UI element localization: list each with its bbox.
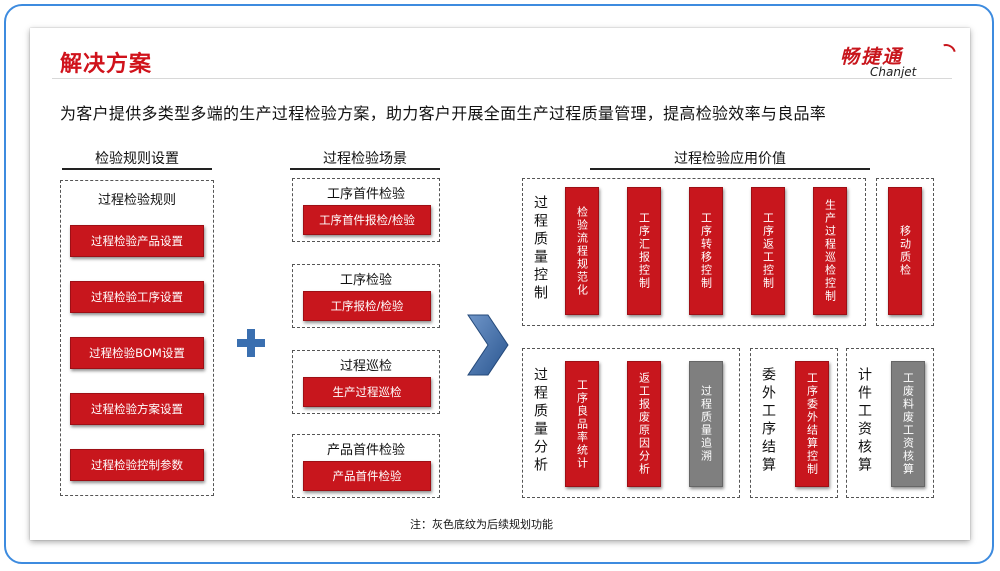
scene-title: 工序首件检验 <box>326 187 405 202</box>
chevron-right-icon <box>467 314 509 376</box>
outsourcing-label: 委外工序结算 <box>760 367 776 475</box>
quality-control-item[interactable]: 工序转移控制 <box>689 187 723 315</box>
column-line-scenes <box>290 168 440 170</box>
mobile-qc-box: 移动质检 <box>876 178 934 326</box>
title-divider <box>52 78 952 79</box>
rule-item[interactable]: 过程检验BOM设置 <box>70 337 204 369</box>
plus-icon <box>237 329 265 357</box>
subtitle: 为客户提供多类型多端的生产过程检验方案，助力客户开展全面生产过程质量管理，提高检… <box>60 104 827 123</box>
quality-analysis-item-planned[interactable]: 过程质量追溯 <box>689 361 723 487</box>
column-head-scenes: 过程检验场景 <box>323 151 407 167</box>
outsourcing-item[interactable]: 工序委外结算控制 <box>795 361 829 487</box>
scene-box: 工序检验 工序报检/检验 <box>292 264 440 328</box>
outsourcing-box: 委外工序结算 工序委外结算控制 <box>750 348 838 498</box>
column-head-values: 过程检验应用价值 <box>674 151 786 167</box>
scene-button[interactable]: 生产过程巡检 <box>303 377 431 407</box>
chanjet-logo: 畅捷通 Chanjet <box>840 40 960 82</box>
quality-analysis-label: 过程质量分析 <box>532 367 548 475</box>
rules-box-title: 过程检验规则 <box>97 193 176 208</box>
rules-box: 过程检验规则 过程检验产品设置 过程检验工序设置 过程检验BOM设置 过程检验方… <box>60 180 214 496</box>
quality-control-item[interactable]: 工序返工控制 <box>751 187 785 315</box>
quality-analysis-item-text: 过程质量追溯 <box>699 385 713 463</box>
rule-item[interactable]: 过程检验方案设置 <box>70 393 204 425</box>
footnote: 注：灰色底纹为后续规划功能 <box>410 518 553 531</box>
page-title: 解决方案 <box>60 52 153 77</box>
outsourcing-item-text: 工序委外结算控制 <box>805 372 819 476</box>
piecework-item-planned[interactable]: 工废料废工资核算 <box>891 361 925 487</box>
logo-arc-icon <box>932 40 960 68</box>
quality-analysis-box: 过程质量分析 工序良品率统计 返工报废原因分析 过程质量追溯 <box>522 348 740 498</box>
rule-item[interactable]: 过程检验产品设置 <box>70 225 204 257</box>
quality-control-box: 过程质量控制 检验流程规范化 工序汇报控制 工序转移控制 工序返工控制 生产过程… <box>522 178 866 326</box>
scene-button[interactable]: 工序首件报检/检验 <box>303 205 431 235</box>
quality-analysis-item[interactable]: 工序良品率统计 <box>565 361 599 487</box>
quality-control-item[interactable]: 检验流程规范化 <box>565 187 599 315</box>
scene-title: 工序检验 <box>339 273 392 288</box>
quality-analysis-item-text: 返工报废原因分析 <box>637 372 651 476</box>
mobile-qc-item[interactable]: 移动质检 <box>888 187 922 315</box>
quality-control-item-text: 检验流程规范化 <box>575 205 589 297</box>
column-line-rules <box>62 168 212 170</box>
rule-item[interactable]: 过程检验控制参数 <box>70 449 204 481</box>
quality-control-item-text: 工序转移控制 <box>699 212 713 290</box>
quality-control-item-text: 生产过程巡检控制 <box>823 199 837 303</box>
piecework-item-text: 工废料废工资核算 <box>901 372 915 476</box>
quality-analysis-item[interactable]: 返工报废原因分析 <box>627 361 661 487</box>
piecework-label: 计件工资核算 <box>856 367 872 475</box>
quality-analysis-item-text: 工序良品率统计 <box>575 378 589 470</box>
rule-item[interactable]: 过程检验工序设置 <box>70 281 204 313</box>
quality-control-item-text: 工序汇报控制 <box>637 212 651 290</box>
scene-button[interactable]: 工序报检/检验 <box>303 291 431 321</box>
logo-en-text: Chanjet <box>870 65 917 79</box>
logo-cn-text: 畅捷通 <box>840 46 904 68</box>
scene-title: 产品首件检验 <box>326 443 405 458</box>
slide: 解决方案 畅捷通 Chanjet 为客户提供多类型多端的生产过程检验方案，助力客… <box>30 28 970 540</box>
column-line-values <box>590 168 870 170</box>
quality-control-label: 过程质量控制 <box>532 195 548 303</box>
column-head-rules: 检验规则设置 <box>95 151 179 167</box>
scene-button[interactable]: 产品首件检验 <box>303 461 431 491</box>
piecework-box: 计件工资核算 工废料废工资核算 <box>846 348 934 498</box>
quality-control-item[interactable]: 工序汇报控制 <box>627 187 661 315</box>
quality-control-item[interactable]: 生产过程巡检控制 <box>813 187 847 315</box>
scene-box: 产品首件检验 产品首件检验 <box>292 434 440 498</box>
mobile-qc-text: 移动质检 <box>898 225 912 277</box>
scene-box: 工序首件检验 工序首件报检/检验 <box>292 178 440 242</box>
scene-box: 过程巡检 生产过程巡检 <box>292 350 440 414</box>
quality-control-item-text: 工序返工控制 <box>761 212 775 290</box>
scene-title: 过程巡检 <box>339 359 392 374</box>
